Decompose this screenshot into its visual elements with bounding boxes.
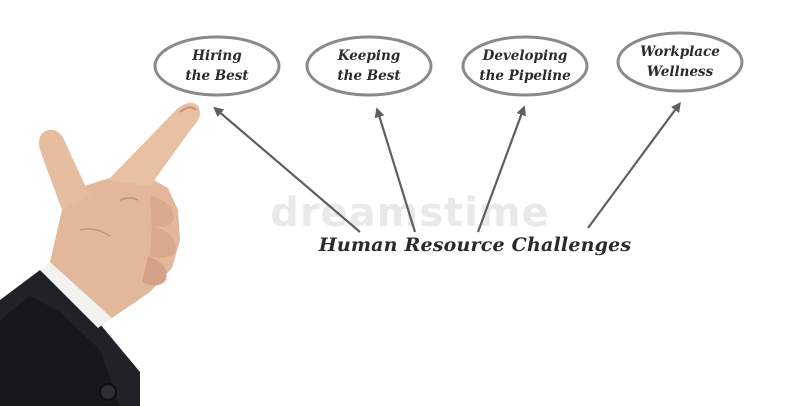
hand-thumb <box>39 129 90 210</box>
oval-keeping-the-best <box>305 35 433 97</box>
hand-pointing-icon <box>0 102 200 406</box>
challenge-label: Hiring the Best <box>185 48 249 84</box>
challenge-workplace-wellness: Workplace Wellness <box>622 34 738 90</box>
challenge-label: Developing the Pipeline <box>479 48 571 84</box>
arrow-to-keeping <box>374 107 417 233</box>
shirt-cuff <box>40 262 112 328</box>
oval-workplace-wellness <box>616 31 744 93</box>
oval-developing-the-pipeline <box>461 35 589 97</box>
arrow-to-developing <box>476 105 526 233</box>
sleeve-button <box>99 383 117 401</box>
central-topic: Human Resource Challenges <box>318 234 632 256</box>
oval-hiring-the-best <box>153 35 281 97</box>
arrows <box>213 101 681 233</box>
index-finger <box>108 102 200 186</box>
challenge-label: Keeping the Best <box>337 48 401 84</box>
challenge-keeping-the-best: Keeping the Best <box>311 38 427 94</box>
arrow-to-hiring <box>213 106 361 233</box>
challenge-developing-the-pipeline: Developing the Pipeline <box>467 38 583 94</box>
challenge-ovals <box>153 31 744 97</box>
challenge-hiring-the-best: Hiring the Best <box>159 38 275 94</box>
challenge-label: Workplace Wellness <box>640 44 720 80</box>
arrow-to-wellness <box>587 101 681 229</box>
